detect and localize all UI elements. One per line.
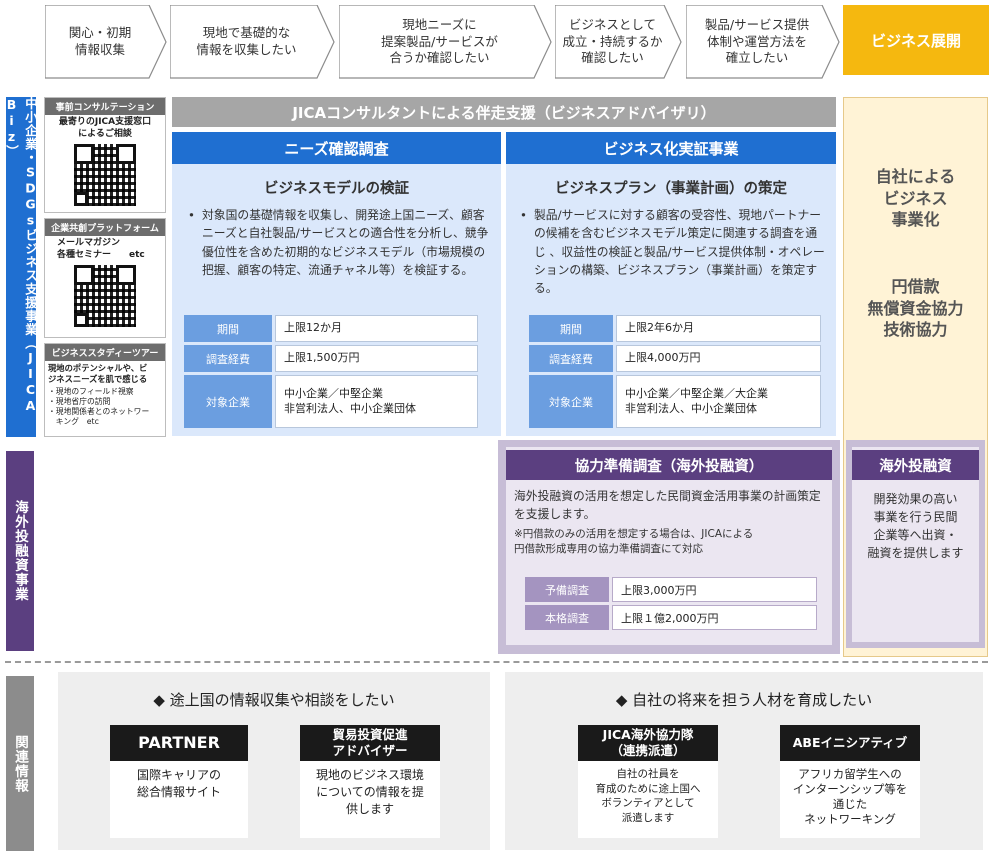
related-right-title: ◆ 自社の将来を担う人材を育成したい — [615, 691, 873, 709]
table-row: 対象企業 中小企業／中堅企業 非営利法人、中小企業団体 — [184, 375, 478, 428]
partner-card-head: PARTNER — [110, 725, 248, 761]
overseas-investment-header: 海外投融資 — [852, 450, 979, 480]
preparatory-survey-text: 海外投融資の活用を想定した民間資金活用事業の計画策定を支援します。 — [514, 489, 821, 521]
stage-3: 現地ニーズに 提案製品/サービスが 合うか確認したい — [339, 5, 552, 79]
table-row: 期間 上限12か月 — [184, 315, 478, 342]
overseas-investment-label: 海外投融資事業 — [6, 451, 34, 651]
chevron-shape — [170, 5, 335, 79]
table-row: 予備調査 上限3,000万円 — [525, 577, 817, 602]
chevron-shape — [339, 5, 552, 79]
needs-survey-title: ビジネスモデルの検証 — [264, 181, 409, 197]
row-value: 上限1,500万円 — [275, 345, 478, 372]
trade-advisor-card-head: 貿易投資促進 アドバイザー — [300, 725, 440, 761]
row-value: 中小企業／中堅企業 非営利法人、中小企業団体 — [275, 375, 478, 428]
row-label: 調査経費 — [184, 345, 272, 372]
jica-volunteer-card[interactable]: JICA海外協力隊 （連携派遣） 自社の社員を 育成のために途上国へ ボランティ… — [578, 725, 718, 838]
table-row: 対象企業 中小企業／中堅企業／大企業 非営利法人、中小企業団体 — [529, 375, 821, 428]
row-value: 上限１億2,000万円 — [612, 605, 817, 630]
stage-5: 製品/サービス提供 体制や運営方法を 確立したい — [686, 5, 840, 79]
preparatory-survey-note: ※円借款のみの活用を想定する場合は、JICAによる 円借款形成専用の協力準備調査… — [514, 528, 754, 555]
demonstration-title: ビジネスプラン（事業計画）の策定 — [555, 181, 787, 197]
table-row: 本格調査 上限１億2,000万円 — [525, 605, 817, 630]
abe-initiative-card[interactable]: ABEイニシアティブ アフリカ留学生への インターンシップ等を 通じた ネットワ… — [780, 725, 920, 838]
abe-initiative-card-body: アフリカ留学生への インターンシップ等を 通じた ネットワーキング — [792, 767, 908, 826]
needs-survey-bullet: • 対象国の基礎情報を収集し、開発途上国ニーズ、顧客ニーズと自社製品/サービスと… — [188, 206, 492, 279]
advisory-bar: JICAコンサルタントによる伴走支援（ビジネスアドバイザリ） — [172, 97, 836, 127]
jica-volunteer-card-body: 自社の社員を 育成のために途上国へ ボランティアとして 派遣します — [595, 768, 701, 825]
row-label: 対象企業 — [184, 375, 272, 428]
stage-4: ビジネスとして 成立・持続するか 確認したい — [555, 5, 682, 79]
stage-4-label: ビジネスとして 成立・持続するか 確認したい — [562, 16, 663, 66]
stage-2-label: 現地で基礎的な 情報を収集したい — [196, 25, 297, 57]
overseas-investment-panel: 海外投融資 開発効果の高い 事業を行う民間 企業等へ出資・ 融資を提供します — [846, 440, 985, 648]
platform-text: メールマガジン 各種セミナー etc — [57, 238, 145, 260]
jica-volunteer-card-head: JICA海外協力隊 （連携派遣） — [578, 725, 718, 761]
oda-schemes-text: 円借款 無償資金協力 技術協力 — [867, 277, 964, 340]
trade-advisor-card[interactable]: 貿易投資促進 アドバイザー 現地のビジネス環境 についての情報を提 供します — [300, 725, 440, 838]
partner-card[interactable]: PARTNER 国際キャリアの 総合情報サイト — [110, 725, 248, 838]
qr-code-icon[interactable] — [74, 265, 136, 328]
trade-advisor-card-body: 現地のビジネス環境 についての情報を提 供します — [315, 768, 424, 816]
own-business-text: 自社による ビジネス 事業化 — [875, 167, 956, 230]
study-tour-head: ビジネススタディーツアー — [45, 344, 165, 361]
table-row: 調査経費 上限1,500万円 — [184, 345, 478, 372]
pre-consultation-head: 事前コンサルテーション — [45, 98, 165, 115]
related-info-label: 関連情報 — [6, 676, 34, 851]
needs-survey-panel: ビジネスモデルの検証 • 対象国の基礎情報を収集し、開発途上国ニーズ、顧客ニーズ… — [172, 164, 501, 436]
table-row: 調査経費 上限4,000万円 — [529, 345, 821, 372]
study-tour-box: ビジネススタディーツアー 現地のポテンシャルや、ビ ジネスニーズを肌で感じる ・… — [44, 343, 166, 437]
demonstration-bullet: • 製品/サービスに対する顧客の受容性、現地パートナーの候補を含むビジネスモデル… — [520, 206, 828, 297]
row-label: 本格調査 — [525, 605, 609, 630]
stage-1-label: 関心・初期 情報収集 — [68, 25, 132, 57]
related-left-title: ◆ 途上国の情報収集や相談をしたい — [153, 691, 395, 709]
chevron-shape — [45, 5, 167, 79]
platform-head: 企業共創プラットフォーム — [45, 219, 165, 236]
needs-survey-header: ニーズ確認調査 — [172, 132, 501, 164]
row-value: 上限12か月 — [275, 315, 478, 342]
row-label: 調査経費 — [529, 345, 613, 372]
stage-3-label: 現地ニーズに 提案製品/サービスが 合うか確認したい — [381, 16, 498, 66]
row-label: 期間 — [529, 315, 613, 342]
preparatory-survey-header: 協力準備調査（海外投融資） — [506, 450, 832, 480]
pre-consultation-text: 最寄りのJICA支援窓口 によるご相談 — [58, 117, 152, 139]
row-value: 中小企業／中堅企業／大企業 非営利法人、中小企業団体 — [616, 375, 821, 428]
preparatory-survey-panel: 協力準備調査（海外投融資） 海外投融資の活用を想定した民間資金活用事業の計画策定… — [498, 440, 840, 654]
co-creation-platform-box: 企業共創プラットフォーム メールマガジン 各種セミナー etc — [44, 218, 166, 338]
table-row: 期間 上限2年6か月 — [529, 315, 821, 342]
row-label: 予備調査 — [525, 577, 609, 602]
bullet-dot-icon: • — [188, 208, 195, 222]
study-tour-items: ・現地のフィールド視察 ・現地省庁の訪問 ・現地関係者とのネットワー キング e… — [48, 386, 150, 426]
row-value: 上限4,000万円 — [616, 345, 821, 372]
section-divider — [5, 661, 988, 663]
sme-program-label: 中小企業・SDGsビジネス支援事業（JICA Biz） — [4, 97, 38, 437]
row-label: 対象企業 — [529, 375, 613, 428]
stage-2: 現地で基礎的な 情報を収集したい — [170, 5, 335, 79]
stage-1: 関心・初期 情報収集 — [45, 5, 167, 79]
related-info-right: ◆ 自社の将来を担う人材を育成したい JICA海外協力隊 （連携派遣） 自社の社… — [505, 672, 983, 850]
chevron-shape — [686, 5, 840, 79]
pre-consultation-box: 事前コンサルテーション 最寄りのJICA支援窓口 によるご相談 — [44, 97, 166, 213]
bullet-dot-icon: • — [520, 208, 527, 222]
chevron-shape — [555, 5, 682, 79]
row-value: 上限2年6か月 — [616, 315, 821, 342]
overseas-investment-text: 開発効果の高い 事業を行う民間 企業等へ出資・ 融資を提供します — [867, 492, 964, 560]
row-value: 上限3,000万円 — [612, 577, 817, 602]
demonstration-bullet-text: 製品/サービスに対する顧客の受容性、現地パートナーの候補を含むビジネスモデル策定… — [534, 208, 825, 296]
final-stage-business-expansion: ビジネス展開 — [843, 5, 989, 75]
partner-card-body: 国際キャリアの 総合情報サイト — [136, 768, 221, 799]
abe-initiative-card-head: ABEイニシアティブ — [780, 725, 920, 761]
qr-code-icon[interactable] — [74, 144, 136, 207]
demonstration-panel: ビジネスプラン（事業計画）の策定 • 製品/サービスに対する顧客の受容性、現地パ… — [506, 164, 836, 436]
row-label: 期間 — [184, 315, 272, 342]
study-tour-text: 現地のポテンシャルや、ビ ジネスニーズを肌で感じる — [48, 363, 148, 384]
stage-5-label: 製品/サービス提供 体制や運営方法を 確立したい — [704, 16, 810, 66]
needs-survey-bullet-text: 対象国の基礎情報を収集し、開発途上国ニーズ、顧客ニーズと自社製品/サービスとの適… — [202, 208, 489, 277]
demonstration-header: ビジネス化実証事業 — [506, 132, 836, 164]
related-info-left: ◆ 途上国の情報収集や相談をしたい PARTNER 国際キャリアの 総合情報サイ… — [58, 672, 490, 850]
